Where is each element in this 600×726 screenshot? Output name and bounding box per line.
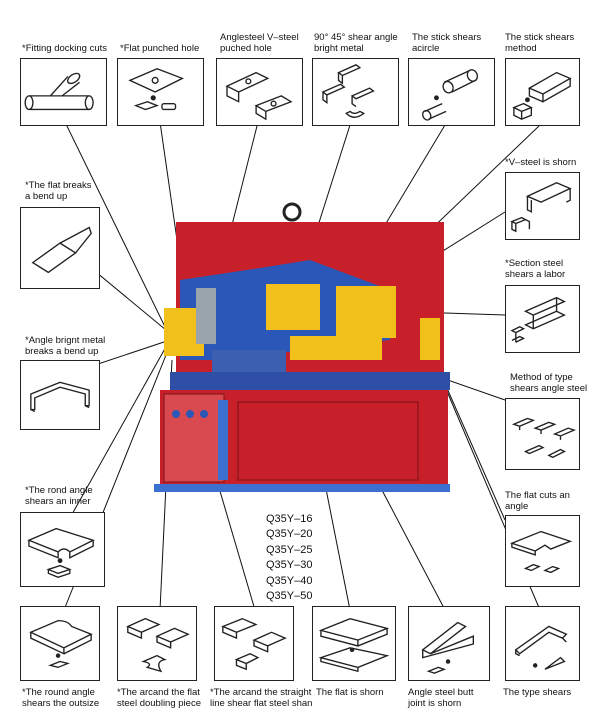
base-door <box>237 401 419 481</box>
label-angle-steel-butt-joint: Angle steel butt joint is shorn <box>408 687 474 709</box>
leader-line <box>445 385 506 521</box>
image-flat-cuts-angle <box>505 515 580 587</box>
control-panel <box>163 393 225 483</box>
label-type-shears: The type shears <box>503 687 572 698</box>
label-flat-breaks-bend: *The flat breaks a bend up <box>25 180 92 202</box>
label-arcand-flat-doubling: *The arcand the flat steel doubling piec… <box>117 687 201 709</box>
label-type-shears-angle-steel: Method of type shears angle steel <box>510 372 588 394</box>
label-flat-punched-hole: *Flat punched hole <box>120 43 200 54</box>
machine-table <box>170 372 450 390</box>
label-arcand-straight-line: *The arcand the straight line shear flat… <box>210 687 313 709</box>
image-stick-shears-method <box>505 58 580 126</box>
label-fitting-docking-cuts: *Fitting docking cuts <box>22 43 108 54</box>
machine-feet <box>154 484 450 492</box>
machine-yellow-punch <box>266 284 320 330</box>
machine-yellow-side <box>420 318 440 360</box>
image-flat-punched-hole <box>117 58 204 126</box>
label-round-angle-outsize: *The round angle shears the outsize <box>22 687 100 709</box>
image-rond-angle-shears-inner <box>20 512 105 587</box>
control-button <box>200 410 208 418</box>
label-v-steel-shorn: *V–steel is shorn <box>505 157 577 168</box>
image-flat-is-shorn <box>312 606 396 681</box>
ironworker-machine <box>140 200 460 500</box>
image-anglesteel-punched-hole <box>216 58 303 126</box>
model-item: Q35Y–16 <box>266 513 313 525</box>
lifting-eye <box>282 202 302 222</box>
image-flat-breaks-bend <box>20 207 100 289</box>
image-angle-steel-butt-joint <box>408 606 490 681</box>
model-item: Q35Y–20 <box>266 528 313 541</box>
label-stick-shears-method: The stick shears method <box>505 32 575 54</box>
model-item: Q35Y–50 <box>266 589 313 602</box>
label-flat-cuts-angle: The flat cuts an angle <box>505 490 570 512</box>
label-shear-angle-bright-metal: 90° 45° shear angle bright metal <box>314 32 398 54</box>
image-arcand-flat-doubling <box>117 606 197 681</box>
label-section-steel-labor: *Section steel shears a labor <box>505 258 566 280</box>
image-stick-shears-circle <box>408 58 495 126</box>
image-type-shears <box>505 606 580 681</box>
image-arcand-straight-line <box>214 606 294 681</box>
image-type-shears-angle-steel <box>505 398 580 470</box>
image-angle-bright-metal-bend <box>20 360 100 430</box>
image-round-angle-outsize <box>20 606 100 681</box>
model-item: Q35Y–25 <box>266 543 313 556</box>
model-item: Q35Y–40 <box>266 574 313 587</box>
leader-line <box>65 344 168 526</box>
leader-line <box>441 377 506 401</box>
image-section-steel-labor <box>505 285 580 353</box>
leader-line <box>64 121 169 334</box>
label-stick-shears-circle: The stick shears acircle <box>412 32 482 54</box>
label-flat-is-shorn: The flat is shorn <box>316 687 384 698</box>
model-item: Q35Y–30 <box>266 559 313 572</box>
machine-ram <box>196 288 216 344</box>
label-anglesteel-punched-hole: Anglesteel V–steel puched hole <box>220 32 299 54</box>
image-fitting-docking-cuts <box>20 58 107 126</box>
image-v-steel-shorn <box>505 172 580 240</box>
machine-yellow-shear <box>336 286 396 338</box>
label-angle-bright-metal-bend: *Angle brignt metal breaks a bend up <box>25 335 106 357</box>
model-list: Q35Y–16 Q35Y–20 Q35Y–25 Q35Y–30 Q35Y–40 … <box>266 512 326 604</box>
machine-yellow-blade <box>290 336 382 360</box>
control-button <box>172 410 180 418</box>
control-button <box>186 410 194 418</box>
image-shear-angle-bright-metal <box>312 58 399 126</box>
label-rond-angle-shears-inner: *The rond angle shears an inner <box>25 485 93 507</box>
machine-pillar <box>218 400 228 480</box>
